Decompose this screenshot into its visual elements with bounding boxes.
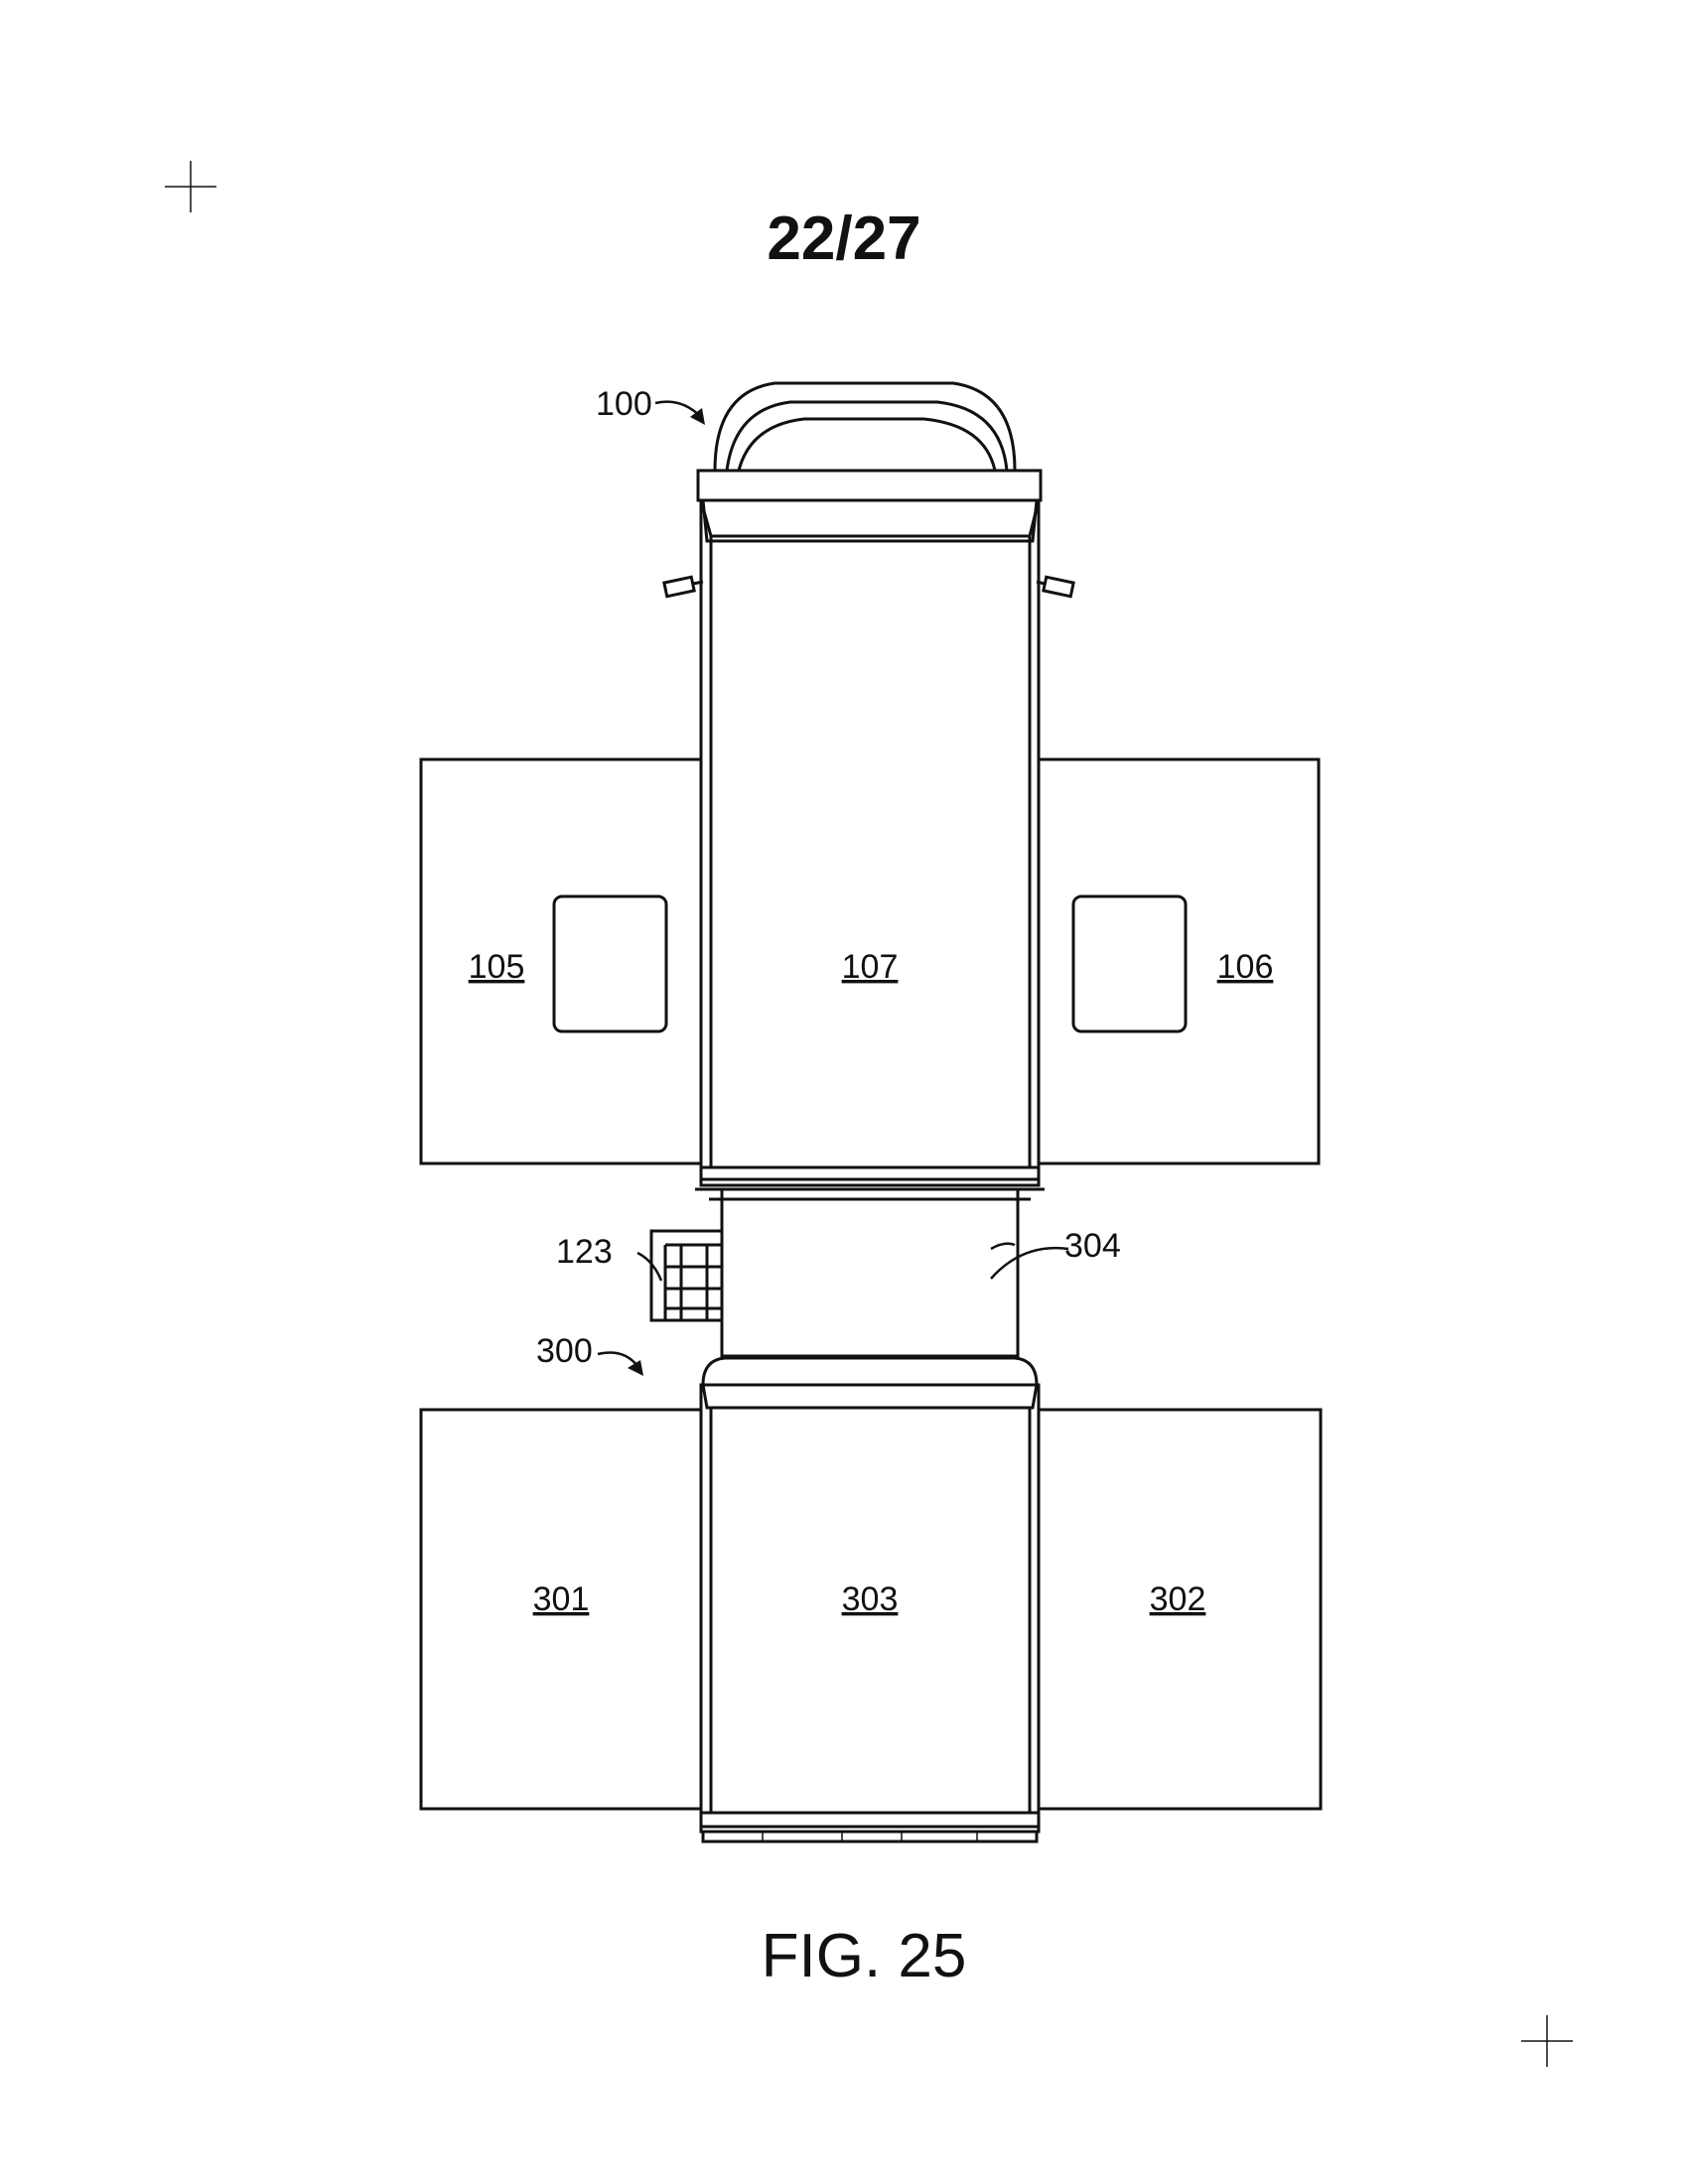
lower-rear-ticks	[762, 1832, 978, 1842]
slide-out-105	[419, 757, 701, 1165]
ref-106: 106	[1217, 948, 1274, 986]
registration-mark-bottom-right	[1521, 2015, 1573, 2067]
front-bumper	[696, 469, 1043, 502]
lower-rear-bumper	[701, 1830, 1039, 1843]
registration-mark-top-left	[165, 161, 216, 212]
lower-unit-front-bevel	[701, 1383, 1039, 1410]
ref-123: 123	[556, 1233, 613, 1271]
ref-107: 107	[842, 948, 899, 986]
slide-out-106	[1039, 757, 1321, 1165]
leader-300-arrowhead	[628, 1360, 643, 1376]
window-105	[552, 894, 668, 1033]
slide-out-301	[419, 1408, 701, 1811]
ref-105: 105	[469, 948, 525, 986]
ref-304: 304	[1064, 1227, 1121, 1265]
leader-300	[597, 1351, 638, 1367]
main-body-inner	[709, 534, 1032, 1169]
main-body-rear-band	[699, 1165, 1041, 1181]
leader-123	[636, 1251, 663, 1282]
figure-label: FIG. 25	[761, 1922, 967, 1990]
ref-300: 300	[536, 1332, 593, 1370]
lower-body-rear-band	[699, 1811, 1041, 1829]
page-number: 22/27	[767, 205, 921, 273]
connector-304	[720, 1187, 1020, 1358]
left-mirror	[662, 575, 696, 599]
ref-100: 100	[596, 385, 652, 423]
cab-hood	[713, 381, 1017, 472]
ref-302: 302	[1150, 1580, 1206, 1618]
main-body-corner-tr	[1028, 499, 1041, 537]
right-mirror	[1042, 575, 1075, 599]
slide-out-302	[1039, 1408, 1323, 1811]
leader-304	[990, 1242, 1069, 1280]
ref-303: 303	[842, 1580, 899, 1618]
main-body-corner-tl	[699, 499, 713, 537]
window-106	[1071, 894, 1188, 1033]
ref-301: 301	[533, 1580, 590, 1618]
leader-100-arrowhead	[690, 408, 705, 425]
main-body-107	[699, 498, 1041, 1187]
steps-123	[649, 1229, 724, 1322]
lower-unit-front-cap	[701, 1356, 1039, 1386]
